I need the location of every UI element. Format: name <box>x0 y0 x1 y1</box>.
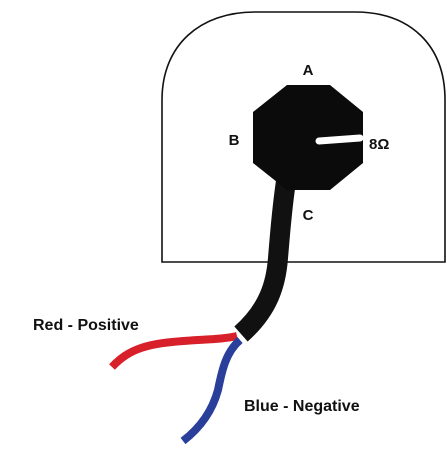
red-wire <box>109 332 238 370</box>
selector-knob[interactable] <box>253 85 363 190</box>
blue-wire-label: Blue - Negative <box>244 398 360 415</box>
blue-wire <box>180 336 243 445</box>
impedance-label: 8Ω <box>369 136 389 153</box>
selector-pointer <box>315 134 364 145</box>
tap-c-label: C <box>303 207 314 224</box>
cable <box>234 173 297 342</box>
red-wire-label: Red - Positive <box>33 317 139 334</box>
tap-a-label: A <box>303 62 314 79</box>
tap-b-label: B <box>229 132 240 149</box>
